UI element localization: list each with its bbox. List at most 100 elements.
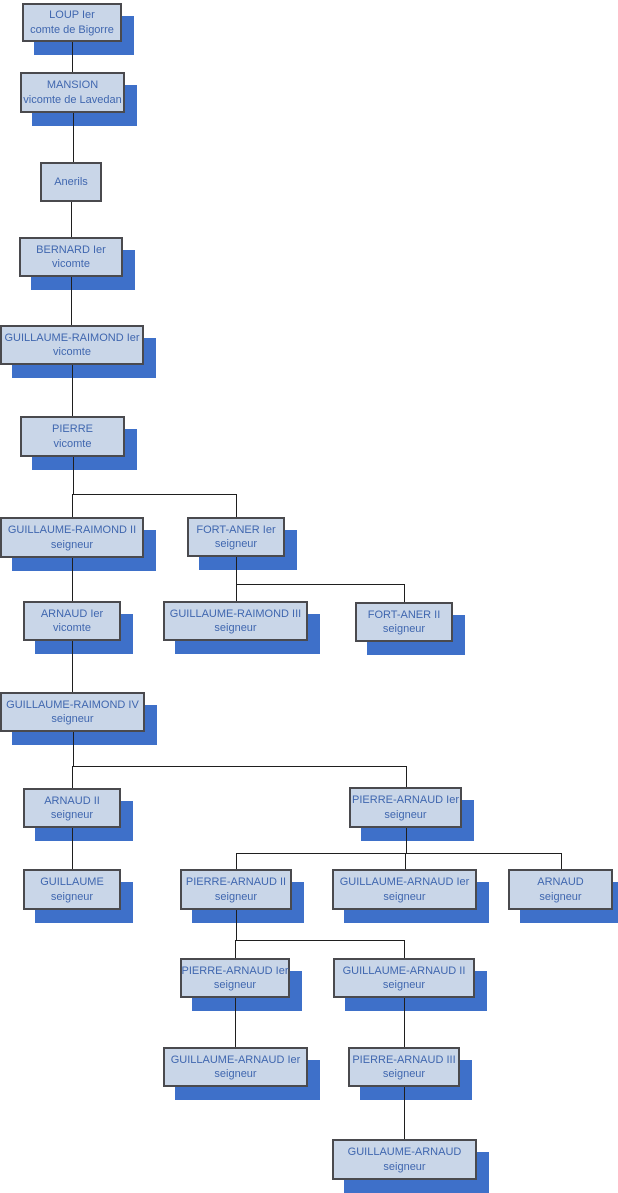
connector-line <box>236 853 237 869</box>
connector-line <box>72 766 406 767</box>
node-title: vicomte <box>53 346 91 358</box>
connector-line <box>72 365 73 416</box>
connector-line <box>71 202 72 237</box>
node-title: seigneur <box>384 808 427 821</box>
connector-line <box>404 998 405 1047</box>
connector-line <box>72 494 73 517</box>
node-name: GUILLAUME-RAIMOND II <box>7 524 137 537</box>
node-name: PIERRE-ARNAUD Ier <box>181 964 289 977</box>
connector-line <box>236 910 237 940</box>
connector-line <box>236 853 561 854</box>
node-title: comte de Bigorre <box>30 23 114 36</box>
tree-node-fortaner1: FORT-ANER Ier seigneur <box>187 517 285 557</box>
tree-node-gr4: GUILLAUME-RAIMOND IV seigneur <box>0 692 145 732</box>
tree-node-gr1: GUILLAUME-RAIMOND Ier vicomte <box>0 325 144 365</box>
node-name: ARNAUD <box>537 876 584 889</box>
node-name: ARNAUD Ier <box>40 607 104 620</box>
node-title: seigneur <box>383 1160 426 1173</box>
node-title: vicomte <box>53 437 92 450</box>
node-title: vicomte <box>53 622 91 634</box>
node-name: BERNARD Ier <box>36 243 106 256</box>
tree-node-pa3: PIERRE-ARNAUD III seigneur <box>348 1047 460 1087</box>
node-name: PIERRE <box>52 423 93 436</box>
tree-node-fortaner2: FORT-ANER II seigneur <box>355 602 453 642</box>
connector-line <box>404 584 405 602</box>
tree-node-gr3: GUILLAUME-RAIMOND III seigneur <box>163 601 308 641</box>
node-title: seigneur <box>213 979 257 991</box>
node-title: seigneur <box>382 979 426 991</box>
tree-node-anerils: Anerils <box>40 162 102 202</box>
connector-line <box>405 853 406 869</box>
node-title: seigneur <box>214 1068 257 1080</box>
node-title: seigneur <box>214 538 258 550</box>
node-title: seigneur <box>51 713 94 725</box>
node-name: FORT-ANER II <box>367 608 441 621</box>
node-title: vicomte de Lavedan <box>23 93 122 106</box>
node-title: vicomte <box>52 258 90 270</box>
node-name: GUILLAUME-ARNAUD <box>347 1146 462 1159</box>
node-name: GUILLAUME-RAIMOND III <box>169 607 302 620</box>
node-name: LOUP Ier <box>49 9 95 22</box>
node-name: PIERRE-ARNAUD II <box>185 876 287 889</box>
connector-line <box>561 853 562 869</box>
tree-node-ga2: GUILLAUME-ARNAUD II seigneur <box>333 958 475 998</box>
node-title: seigneur <box>50 890 94 903</box>
node-title: seigneur <box>50 809 94 821</box>
connector-line <box>73 457 74 494</box>
connector-line <box>73 113 74 162</box>
node-name: GUILLAUME <box>40 876 104 889</box>
node-name: GUILLAUME-RAIMOND IV <box>6 698 139 711</box>
node-title: seigneur <box>50 538 94 551</box>
tree-node-ga1b: GUILLAUME-ARNAUD Ier seigneur <box>163 1047 308 1087</box>
connector-line <box>72 42 73 72</box>
connector-line <box>404 1087 405 1139</box>
tree-node-arnaud2: ARNAUD II seigneur <box>23 788 121 828</box>
connector-line <box>72 494 236 495</box>
node-title: seigneur <box>383 890 426 903</box>
connector-line <box>72 828 73 869</box>
node-name: PIERRE-ARNAUD III <box>352 1053 456 1066</box>
connector-line <box>73 732 74 766</box>
node-name: GUILLAUME-ARNAUD Ier <box>339 876 470 889</box>
node-name: ARNAUD II <box>44 794 100 807</box>
connector-line <box>236 584 404 585</box>
connector-line <box>235 940 236 958</box>
node-title: seigneur <box>382 623 426 635</box>
connector-line <box>235 940 404 941</box>
tree-node-arnaud1: ARNAUD Ier vicomte <box>23 601 121 641</box>
node-name: GUILLAUME-RAIMOND Ier <box>4 331 140 344</box>
node-title: seigneur <box>214 890 258 903</box>
node-name: FORT-ANER Ier <box>196 523 276 536</box>
connector-line <box>406 828 407 853</box>
connector-line <box>72 641 73 692</box>
connector-line <box>406 766 407 787</box>
node-title: seigneur <box>214 622 257 634</box>
connector-line <box>72 558 73 601</box>
connector-line <box>235 998 236 1047</box>
node-title: seigneur <box>539 890 582 903</box>
node-name: GUILLAUME-ARNAUD II <box>342 964 466 977</box>
connector-line <box>71 277 72 325</box>
node-title: seigneur <box>382 1068 426 1080</box>
tree-node-pa1b: PIERRE-ARNAUD Ier seigneur <box>180 958 290 998</box>
connector-line <box>404 940 405 958</box>
connector-line <box>72 766 73 788</box>
node-name: GUILLAUME-ARNAUD Ier <box>170 1053 301 1066</box>
node-name: Anerils <box>54 175 88 188</box>
node-name: MANSION <box>46 79 99 92</box>
connector-line <box>236 557 237 584</box>
node-name: PIERRE-ARNAUD Ier <box>352 794 459 807</box>
tree-node-bernard1: BERNARD Ier vicomte <box>19 237 123 277</box>
connector-line <box>236 494 237 517</box>
